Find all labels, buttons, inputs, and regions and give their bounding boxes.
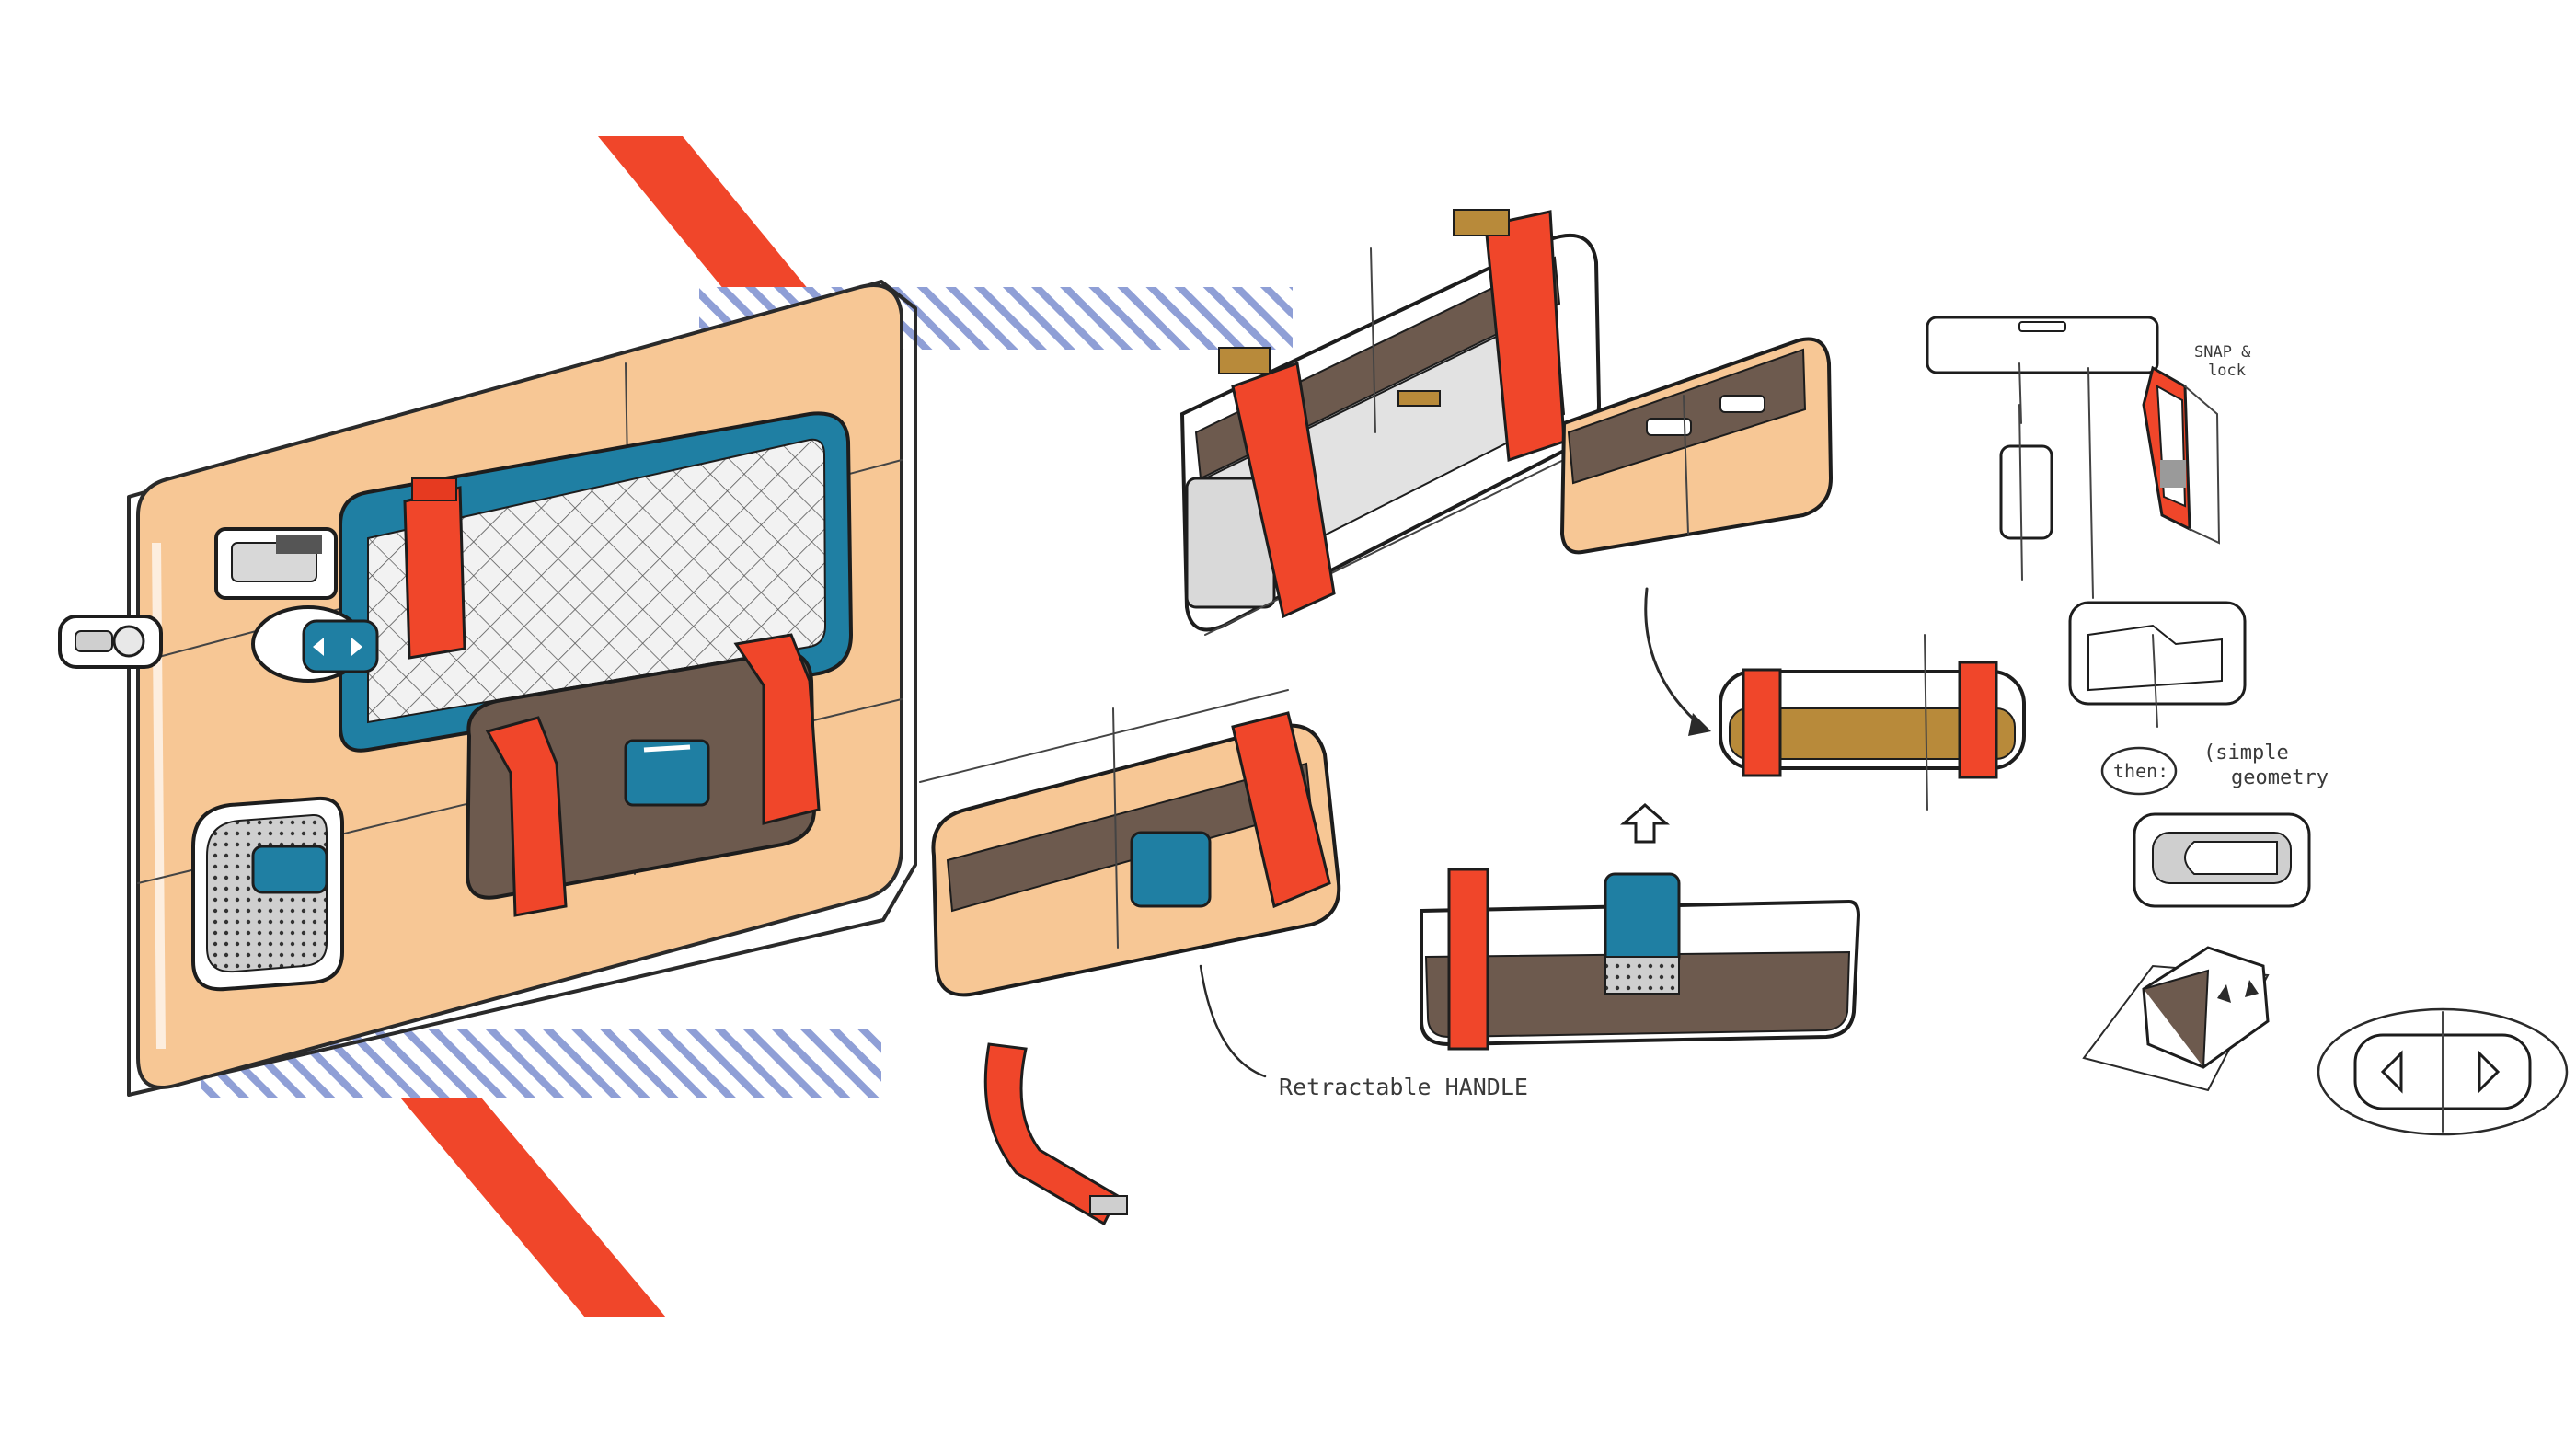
detail-sketches: SNAP & lock then: (simple geometry — [1926, 316, 2569, 1136]
long-bin-strap — [1447, 868, 1489, 1051]
red-diagonal-bottom — [342, 1029, 666, 1317]
snap-lock-annotation-line2: lock — [2208, 362, 2246, 380]
arrow-right-icon — [2317, 1007, 2569, 1136]
tan-tray-sketch — [1559, 337, 1834, 555]
snap-lock-annotation-line1: SNAP & — [2194, 343, 2251, 362]
retractable-handle-annotation: Retractable HANDLE — [1279, 1074, 1528, 1100]
retractable-bin-strap — [1231, 711, 1331, 909]
door-panel-sketch — [58, 280, 917, 1097]
then-annotation: then: — [2113, 760, 2168, 782]
simple-geometry-annotation-line1: (simple — [2203, 742, 2289, 765]
snap-lock-sketch — [2142, 365, 2221, 545]
small-bin-strap-left — [1742, 668, 1782, 777]
handle-geometry-sketch — [2068, 601, 2247, 728]
storage-pocket-strap-left — [485, 716, 568, 917]
lid-sketch — [1926, 316, 2159, 374]
recessed-handle-sketch — [2133, 812, 2311, 908]
storage-pocket-strap-right — [733, 633, 821, 825]
cup-sketch — [1999, 444, 2053, 540]
red-diagonal-top — [598, 136, 846, 336]
long-bin-sketch — [1420, 803, 1861, 1051]
retractable-handle-strap — [983, 1042, 1120, 1226]
mesh-pocket-net — [367, 438, 827, 724]
door-handle-icon — [214, 527, 338, 600]
small-strap-bin-sketch — [1644, 587, 2026, 811]
small-bin-strap-right — [1958, 661, 1998, 779]
simple-geometry-annotation-line2: geometry — [2231, 766, 2329, 789]
strap-bin-sketch-top — [1179, 209, 1602, 636]
speaker-grille — [191, 796, 344, 992]
door-lock-icon — [58, 615, 163, 669]
window-switch-icon — [251, 605, 379, 683]
retractable-handle-bin-sketch: Retractable HANDLE — [919, 689, 1528, 1226]
arrow-up-icon — [1619, 803, 1671, 844]
switch-block-sketch — [2082, 946, 2270, 1092]
bin-strap-left — [1231, 361, 1336, 619]
mesh-pocket-strap — [403, 486, 466, 660]
